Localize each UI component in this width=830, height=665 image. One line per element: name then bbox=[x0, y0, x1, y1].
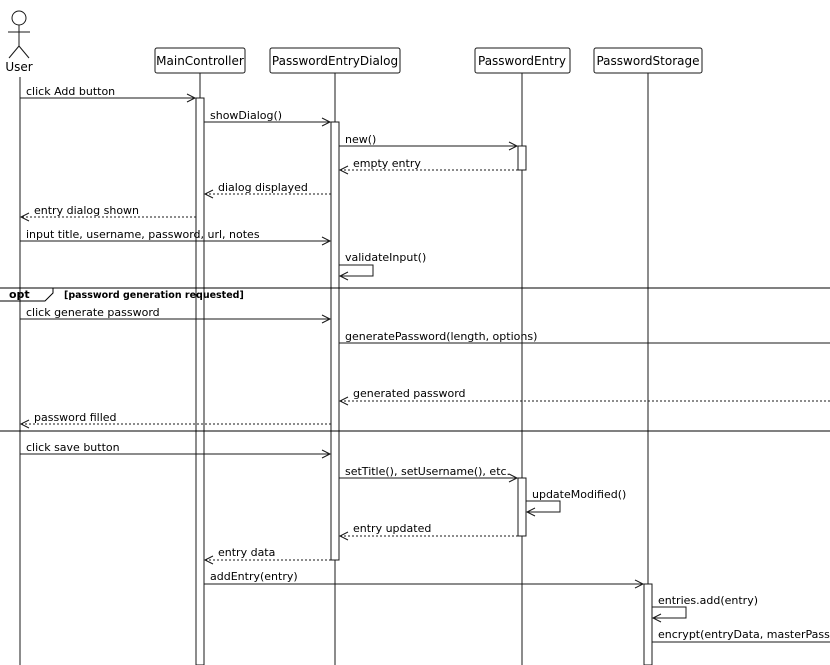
message-click-save-button: click save button bbox=[20, 441, 332, 459]
arrowhead-icon bbox=[19, 419, 30, 429]
arrowhead-icon bbox=[321, 117, 332, 127]
message-label: entry updated bbox=[353, 522, 431, 535]
message-label: entry dialog shown bbox=[34, 204, 139, 217]
message-input-fields: input title, username, password, url, no… bbox=[20, 228, 332, 246]
participant-label: PasswordEntry bbox=[478, 54, 566, 68]
message-entry-data: entry data bbox=[203, 546, 331, 565]
arrowhead-icon bbox=[186, 93, 197, 103]
message-label: updateModified() bbox=[532, 488, 626, 501]
activation-storage bbox=[643, 583, 653, 665]
arrowhead-icon bbox=[338, 531, 349, 541]
message-show-dialog: showDialog() bbox=[204, 109, 332, 127]
message-set-fields: setTitle(), setUsername(), etc. bbox=[339, 465, 519, 483]
message-dialog-displayed: dialog displayed bbox=[203, 181, 331, 199]
opt-frame-guard: [password generation requested] bbox=[64, 290, 244, 301]
participant-label: PasswordStorage bbox=[596, 54, 699, 68]
arrowhead-icon bbox=[338, 271, 349, 281]
arrowhead-icon bbox=[508, 473, 519, 483]
message-label: input title, username, password, url, no… bbox=[26, 228, 260, 241]
participant-main-controller: MainController bbox=[154, 47, 246, 74]
message-label: click save button bbox=[26, 441, 120, 454]
participant-password-storage: PasswordStorage bbox=[593, 47, 703, 74]
message-label: dialog displayed bbox=[218, 181, 308, 194]
actor-head-icon bbox=[11, 10, 27, 26]
message-empty-entry: empty entry bbox=[338, 157, 518, 175]
activation-main-controller bbox=[195, 97, 205, 665]
message-label: generatePassword(length, options) bbox=[345, 330, 537, 343]
arrowhead-icon bbox=[338, 165, 349, 175]
message-label: validateInput() bbox=[345, 251, 426, 264]
message-label: click generate password bbox=[26, 306, 160, 319]
message-label: showDialog() bbox=[210, 109, 282, 122]
message-label: password filled bbox=[34, 411, 117, 424]
message-label: encrypt(entryData, masterPassword) bbox=[658, 628, 830, 641]
arrowhead-icon bbox=[634, 579, 645, 589]
message-click-generate-password: click generate password bbox=[20, 306, 332, 324]
arrowhead-icon bbox=[203, 189, 214, 199]
activation-entry-update bbox=[517, 477, 527, 537]
message-generated-password: generated password bbox=[338, 387, 830, 406]
participant-label: PasswordEntryDialog bbox=[272, 54, 398, 68]
arrowhead-icon bbox=[321, 449, 332, 459]
arrowhead-icon bbox=[338, 396, 349, 406]
arrowhead-icon bbox=[321, 314, 332, 324]
arrowhead-icon bbox=[203, 555, 214, 565]
arrowhead-icon bbox=[651, 613, 662, 623]
message-validate-input: validateInput() bbox=[338, 251, 426, 281]
activation-dialog bbox=[330, 121, 340, 561]
message-entry-updated: entry updated bbox=[338, 522, 518, 541]
arrowhead-icon bbox=[321, 236, 332, 246]
opt-frame-operator: opt bbox=[9, 288, 30, 301]
message-generate-password: generatePassword(length, options) bbox=[339, 330, 830, 344]
opt-frame: opt [password generation requested] bbox=[0, 287, 830, 432]
message-label: empty entry bbox=[353, 157, 421, 170]
actor-label: User bbox=[5, 60, 32, 74]
message-add-entry: addEntry(entry) bbox=[204, 570, 645, 589]
message-label: entries.add(entry) bbox=[658, 594, 758, 607]
message-entries-add: entries.add(entry) bbox=[651, 594, 758, 623]
activation-entry-new bbox=[517, 145, 527, 171]
message-new: new() bbox=[339, 133, 519, 151]
message-update-modified: updateModified() bbox=[525, 488, 626, 517]
arrowhead-icon bbox=[508, 141, 519, 151]
participant-label: MainController bbox=[156, 54, 244, 68]
participant-password-entry: PasswordEntry bbox=[474, 47, 571, 74]
participant-password-entry-dialog: PasswordEntryDialog bbox=[269, 47, 401, 74]
message-encrypt: encrypt(entryData, masterPassword) bbox=[652, 628, 830, 643]
message-label: addEntry(entry) bbox=[210, 570, 298, 583]
message-label: click Add button bbox=[26, 85, 115, 98]
arrowhead-icon bbox=[525, 507, 536, 517]
message-label: entry data bbox=[218, 546, 275, 559]
message-label: new() bbox=[345, 133, 376, 146]
message-label: generated password bbox=[353, 387, 466, 400]
message-click-add-button: click Add button bbox=[20, 85, 197, 103]
message-entry-dialog-shown: entry dialog shown bbox=[19, 204, 196, 222]
message-password-filled: password filled bbox=[19, 411, 331, 429]
arrowhead-icon bbox=[19, 212, 30, 222]
message-label: setTitle(), setUsername(), etc. bbox=[345, 465, 510, 478]
actor-user: User bbox=[5, 10, 33, 74]
